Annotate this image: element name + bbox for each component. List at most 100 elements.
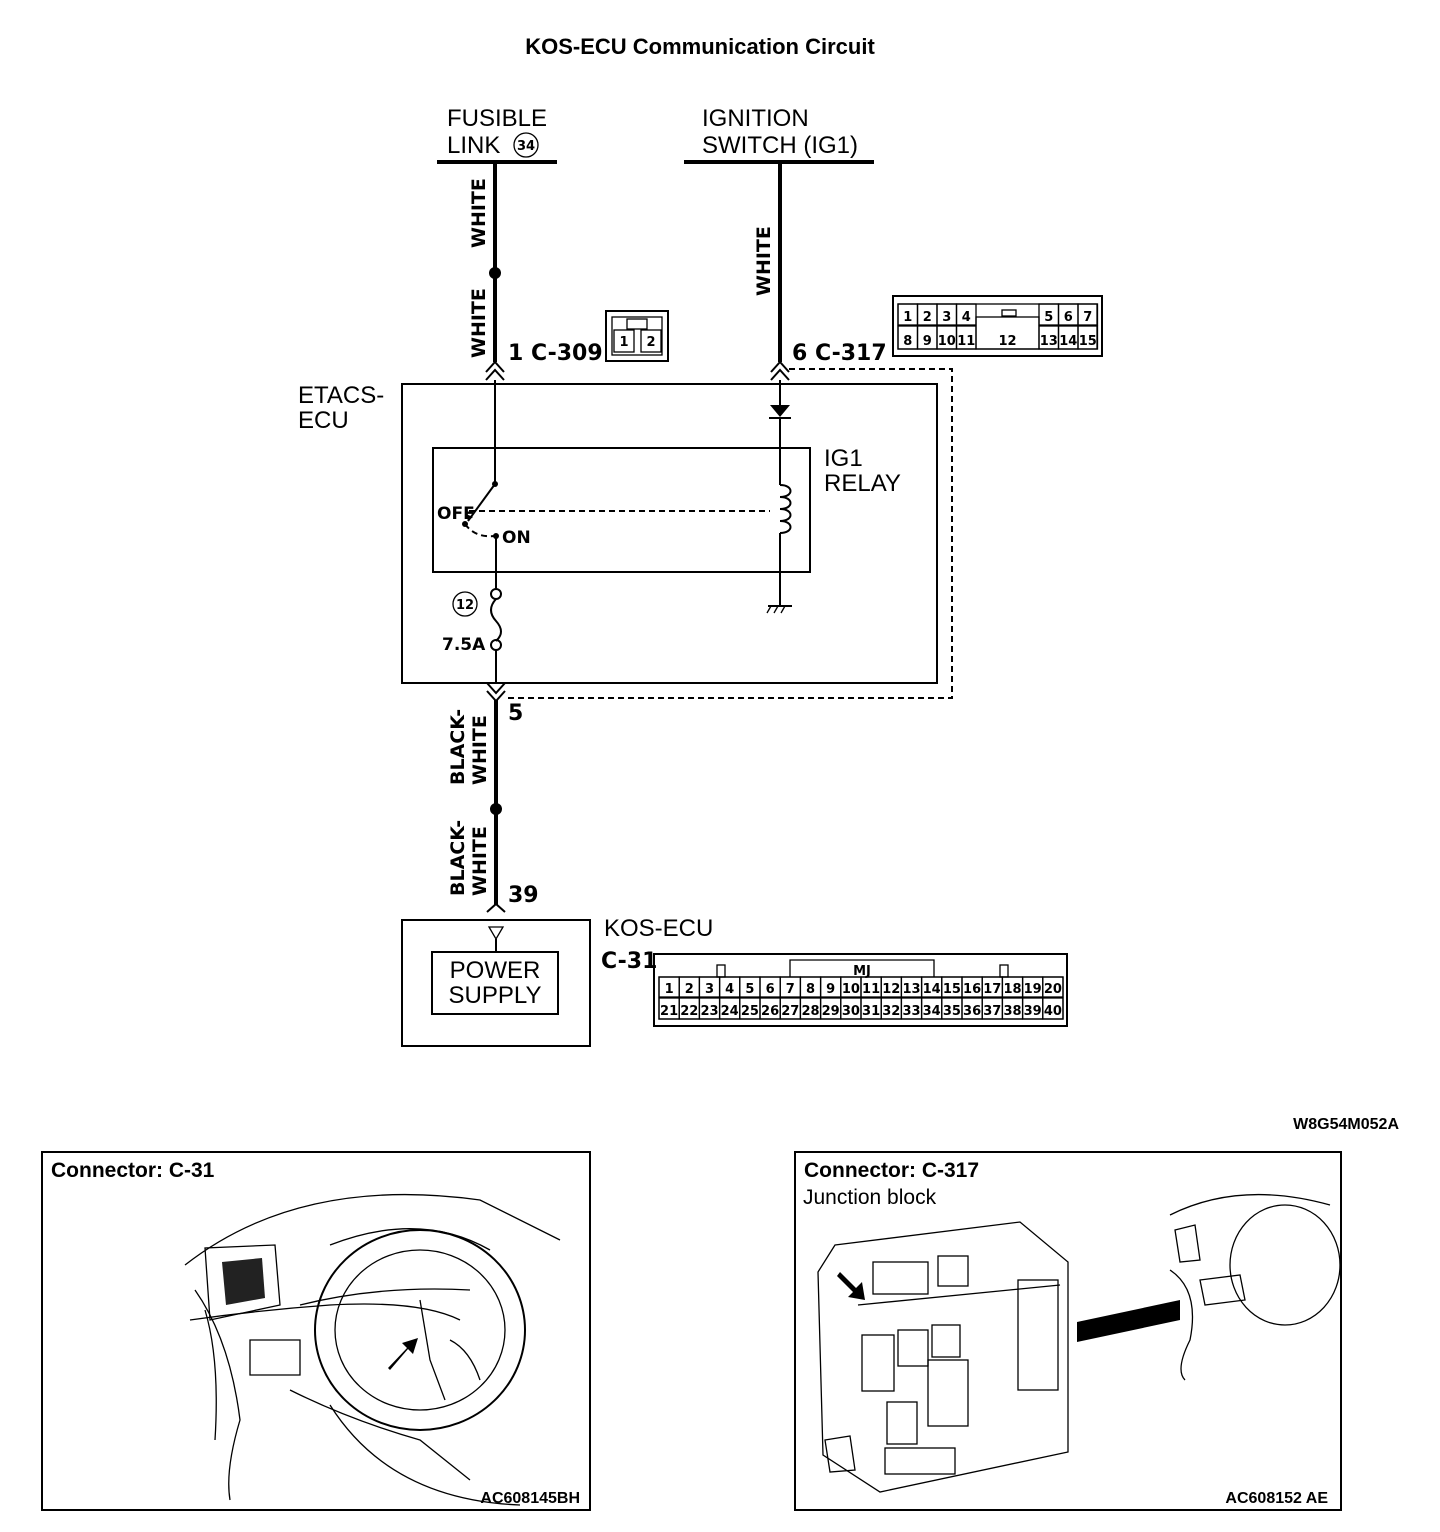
c31-pin-8: 8 [806, 982, 815, 997]
kos-ecu-label: KOS-ECU [604, 915, 713, 942]
switch-off-label: OFF [437, 504, 475, 524]
fusible-link-label-1: FUSIBLE [447, 105, 547, 132]
kos-input-arrow [487, 926, 505, 941]
dashboard-illustration [184, 1193, 561, 1506]
c31-pin-37: 37 [983, 1004, 1001, 1019]
c31-pin-14: 14 [923, 982, 941, 997]
c31-pin-11: 11 [862, 982, 880, 997]
wire-label-white-1: WHITE [468, 178, 490, 248]
c31-pin-33: 33 [902, 1004, 920, 1019]
c31-pin-22: 22 [680, 1004, 698, 1019]
c31-pin-12: 12 [882, 982, 900, 997]
c317-pin-10: 10 [938, 334, 956, 349]
c31-pin-29: 29 [822, 1004, 840, 1019]
wire-label-black-2: BLACK- [447, 820, 469, 896]
c317-pin-3: 3 [942, 310, 951, 325]
c31-pin-39: 39 [1024, 1004, 1042, 1019]
fuse-number-circle [452, 591, 478, 617]
c31-pin-15: 15 [943, 982, 961, 997]
relay-coil-icon [779, 484, 792, 534]
etacs-label-1: ETACS- [298, 382, 384, 409]
c317-pin-6: 6 [1064, 310, 1073, 325]
panel-connector-c31: Connector: C-31 AC608145BH [41, 1151, 591, 1511]
ignition-switch-source: IGNITION SWITCH (IG1) [684, 105, 874, 164]
c309-pin-2: 2 [646, 335, 655, 350]
c317-pin-2: 2 [923, 310, 932, 325]
c31-pin-31: 31 [862, 1004, 880, 1019]
wire-label-black-1: BLACK- [447, 709, 469, 785]
c31-pin-9: 9 [826, 982, 835, 997]
fuse-rating: 7.5A [442, 635, 486, 655]
c317-connector-mark [770, 360, 790, 381]
c317-pin-11: 11 [957, 334, 975, 349]
etacs-ecu-box [401, 383, 938, 684]
fusible-link-label-2: LINK [447, 132, 500, 159]
fuse-number: 12 [456, 598, 474, 613]
ignition-switch-label-1: IGNITION [702, 105, 809, 132]
ig1-relay-box [432, 447, 811, 573]
pin39-connector-mark [486, 902, 506, 913]
c31-pin-4: 4 [725, 982, 734, 997]
wire-label-white-3: WHITE [753, 226, 775, 296]
panel-c31-title: Connector: C-31 [51, 1159, 215, 1182]
c31-label: C-31 [601, 949, 657, 974]
c31-pin-23: 23 [700, 1004, 718, 1019]
pin-39-label: 39 [508, 883, 539, 908]
fuse-terminal-bottom [490, 639, 502, 651]
fuse-terminal-top [490, 588, 502, 600]
c31-pin-13: 13 [902, 982, 920, 997]
c309-connector-mark [485, 360, 505, 381]
c317-pin-14: 14 [1059, 334, 1077, 349]
power-supply-box [431, 951, 559, 1015]
c31-pin-7: 7 [786, 982, 795, 997]
c31-pin-20: 20 [1044, 982, 1062, 997]
fuse-element [490, 598, 502, 642]
etacs-label-2: ECU [298, 407, 349, 434]
c31-pin-3: 3 [705, 982, 714, 997]
relay-label-2: RELAY [824, 470, 901, 497]
c31-pin-18: 18 [1003, 982, 1021, 997]
wire-label-white-4: WHITE [469, 715, 491, 785]
wire-label-white-2: WHITE [468, 288, 490, 358]
c31-pin-24: 24 [721, 1004, 739, 1019]
c31-pin-40: 40 [1044, 1004, 1062, 1019]
c31-pin-2: 2 [685, 982, 694, 997]
c317-pin-7: 7 [1083, 310, 1092, 325]
wire-label-white-5: WHITE [469, 826, 491, 896]
junction-block-illustration [817, 1193, 1341, 1493]
etacs-dashed-outline [504, 368, 953, 699]
c317-pin-5: 5 [1044, 310, 1053, 325]
c31-pin-27: 27 [781, 1004, 799, 1019]
c31-pin-35: 35 [943, 1004, 961, 1019]
c31-pin-17: 17 [983, 982, 1001, 997]
relay-switch-travel [464, 523, 496, 538]
c317-pin-1: 1 [903, 310, 912, 325]
pin5-connector-mark [486, 682, 506, 703]
c309-pin-1: 1 [619, 335, 628, 350]
panel-connector-c317: Connector: C-317 Junction block AC608152… [794, 1151, 1342, 1511]
zoom-pointer [1077, 1300, 1180, 1342]
c31-pin-30: 30 [842, 1004, 860, 1019]
power-supply-label-1: POWER [450, 957, 541, 984]
connector-c317-label: 6 C-317 [792, 341, 887, 366]
c309-connector-face: 1 2 [605, 310, 669, 362]
fusible-link-number: 34 [517, 139, 535, 154]
c31-pin-26: 26 [761, 1004, 779, 1019]
ground-icon [766, 605, 792, 614]
c31-location-arrow [388, 1338, 418, 1370]
relay-label-1: IG1 [824, 445, 863, 472]
panel-c317-code: AC608152 AE [1225, 1490, 1328, 1507]
ignition-switch-label-2: SWITCH (IG1) [702, 132, 858, 159]
figure-code: W8G54M052A [1293, 1116, 1399, 1133]
connector-c309-label: 1 C-309 [508, 341, 603, 366]
c31-pin-10: 10 [842, 982, 860, 997]
c31-pin-38: 38 [1003, 1004, 1021, 1019]
c317-pin-13: 13 [1040, 334, 1058, 349]
c31-pin-1: 1 [665, 982, 674, 997]
diagram-title: KOS-ECU Communication Circuit [525, 34, 875, 59]
pin-5-label: 5 [508, 701, 523, 726]
panel-c317-title: Connector: C-317 [804, 1159, 979, 1182]
